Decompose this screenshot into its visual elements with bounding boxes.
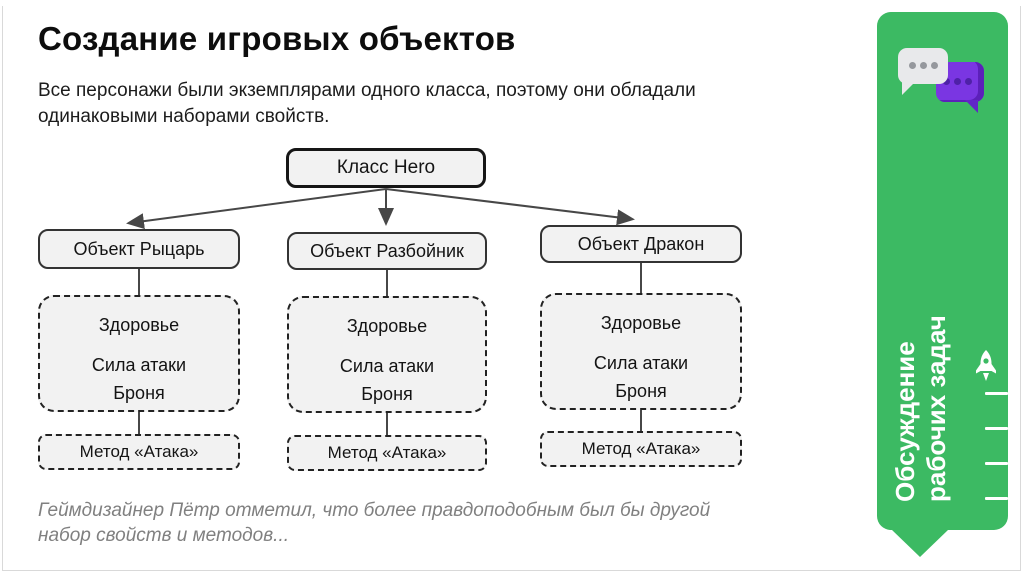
method-node-rogue: Метод «Атака» xyxy=(287,435,487,471)
object-node-knight: Объект Рыцарь xyxy=(38,229,240,269)
properties-node-rogue: Здоровье Сила атаки Броня xyxy=(287,296,487,413)
ruler-tick xyxy=(985,392,1008,395)
method-node-dragon: Метод «Атака» xyxy=(540,431,742,467)
properties-node-knight: Здоровье Сила атаки Броня xyxy=(38,295,240,412)
method-label: Метод «Атака» xyxy=(581,439,701,458)
slide-edge-right xyxy=(1020,6,1021,571)
banner-title: Обсуждение рабочих задач xyxy=(890,302,952,502)
object-label: Объект Рыцарь xyxy=(73,238,205,259)
rocket-icon xyxy=(976,350,996,381)
chat-bubble-gray xyxy=(898,48,948,84)
property-label: Сила атаки xyxy=(593,353,689,373)
property-label: Сила атаки xyxy=(339,356,435,376)
chat-bubble-purple-tail xyxy=(965,100,978,113)
banner-title-line2: рабочих задач xyxy=(921,315,951,502)
slide-edge-bottom xyxy=(2,570,1020,571)
method-label: Метод «Атака» xyxy=(79,442,199,461)
chat-bubbles-icon xyxy=(877,12,1008,132)
banner-title-line1: Обсуждение xyxy=(890,341,920,502)
property-label: Броня xyxy=(361,384,413,404)
ruler-tick xyxy=(985,497,1008,500)
footnote-text: Геймдизайнер Пётр отметил, что более пра… xyxy=(38,500,711,546)
object-label: Объект Дракон xyxy=(577,233,705,254)
method-label: Метод «Атака» xyxy=(327,443,447,462)
side-banner: Обсуждение рабочих задач xyxy=(877,12,1008,557)
property-label: Здоровье xyxy=(98,315,180,335)
banner-tail xyxy=(892,530,948,557)
object-node-rogue: Объект Разбойник xyxy=(287,232,487,270)
property-label: Здоровье xyxy=(346,316,428,336)
property-label: Сила атаки xyxy=(91,355,187,375)
object-label: Объект Разбойник xyxy=(310,240,464,261)
class-hero-label: Класс Hero xyxy=(336,157,436,178)
property-label: Броня xyxy=(113,383,165,403)
class-hero-node: Класс Hero xyxy=(286,148,486,188)
chat-bubble-gray-tail xyxy=(902,82,915,95)
object-node-dragon: Объект Дракон xyxy=(540,225,742,263)
page-title: Создание игровых объектов xyxy=(38,20,516,57)
property-label: Броня xyxy=(615,381,667,401)
property-label: Здоровье xyxy=(600,313,682,333)
ruler-tick xyxy=(985,462,1008,465)
intro-text: Все персонажи были экземплярами одного к… xyxy=(38,80,696,127)
properties-node-dragon: Здоровье Сила атаки Броня xyxy=(540,293,742,410)
slide-edge-left xyxy=(2,6,3,571)
method-node-knight: Метод «Атака» xyxy=(38,434,240,470)
ruler-tick xyxy=(985,427,1008,430)
